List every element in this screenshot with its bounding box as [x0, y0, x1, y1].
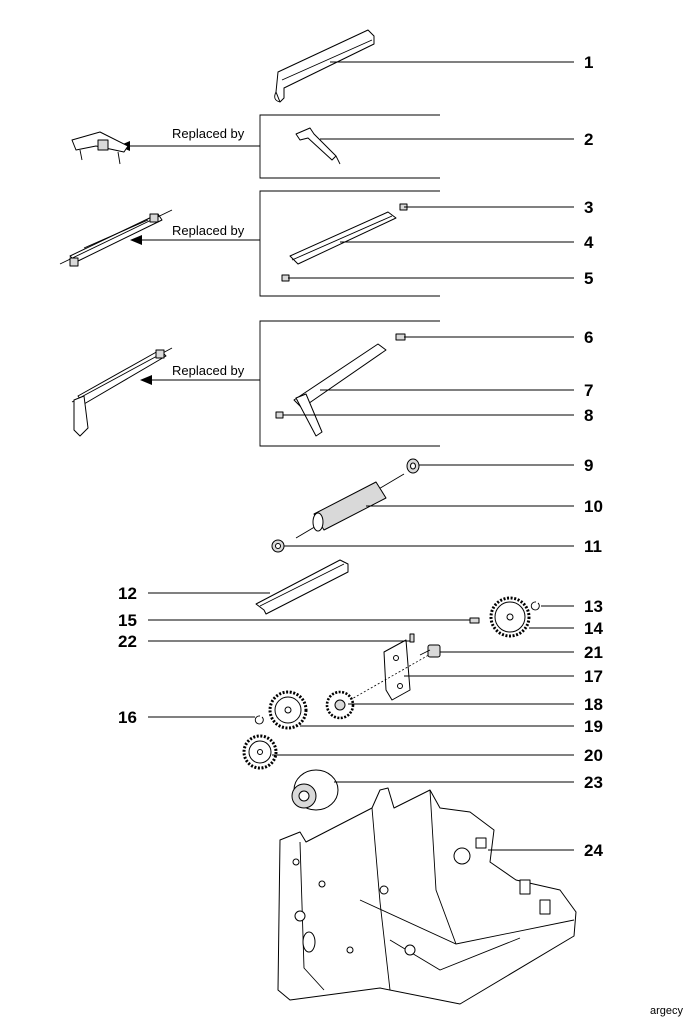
replacement-part-shaft-assembly	[59, 209, 173, 267]
callout-21: 21	[584, 643, 603, 662]
callout-24: 24	[584, 841, 603, 860]
replaced-by-arrow-2: Replaced by	[130, 223, 260, 245]
part-5-pin	[281, 274, 290, 282]
callout-15: 15	[118, 611, 137, 630]
part-4-shaft-bar	[289, 211, 397, 265]
leader-lines	[148, 61, 574, 851]
part-8-pin	[275, 411, 284, 419]
callout-6: 6	[584, 328, 593, 347]
part-20-gear	[242, 734, 278, 770]
callout-11: 11	[584, 537, 602, 556]
callout-17: 17	[584, 667, 603, 686]
callout-4: 4	[584, 233, 594, 252]
part-23-drive-unit	[291, 769, 339, 811]
part-21-gear-shaft	[419, 644, 441, 658]
callout-1: 1	[584, 53, 593, 72]
callout-23: 23	[584, 773, 603, 792]
callout-16: 16	[118, 708, 137, 727]
part-6-pin	[395, 333, 406, 341]
replaced-by-arrow-3: Replaced by	[140, 363, 260, 385]
part-19-gear	[268, 690, 308, 730]
part-10-roller	[295, 473, 405, 539]
replacement-part-lever-assembly	[71, 347, 173, 437]
callout-8: 8	[584, 406, 593, 425]
replaced-by-arrow-1: Replaced by	[118, 126, 260, 151]
callout-12: 12	[118, 584, 137, 603]
callout-18: 18	[584, 695, 603, 714]
replacement-box-2	[259, 114, 440, 179]
replaced-by-label: Replaced by	[172, 223, 245, 238]
part-17-plate	[349, 639, 435, 701]
replaced-by-label: Replaced by	[172, 363, 245, 378]
callout-7: 7	[584, 381, 593, 400]
part-12-bracket	[255, 559, 349, 615]
callout-14: 14	[584, 619, 603, 638]
part-15-pin	[469, 617, 480, 624]
callout-3: 3	[584, 198, 593, 217]
part-9-bushing	[406, 458, 420, 474]
replacement-box-3-5	[259, 190, 440, 297]
callout-13: 13	[584, 597, 603, 616]
replacement-box-6-8	[259, 320, 440, 447]
part-18-gear	[325, 690, 355, 720]
part-2-lever	[295, 127, 341, 165]
part-13-e-ring	[530, 601, 540, 611]
callout-20: 20	[584, 746, 603, 765]
replacement-part-bracket	[71, 131, 129, 165]
callout-19: 19	[584, 717, 603, 736]
part-24-chassis-frame	[277, 787, 577, 1005]
replaced-by-label: Replaced by	[172, 126, 245, 141]
callout-2: 2	[584, 130, 593, 149]
callout-numbers: 1 2 3 4 5 6 7 8 9 10 11 12 13 14 15 22 2…	[118, 53, 603, 860]
part-1-bracket	[274, 29, 375, 103]
part-16-e-ring	[254, 715, 264, 725]
callout-10: 10	[584, 497, 603, 516]
part-14-gear	[489, 596, 531, 638]
part-22-pin	[409, 633, 415, 643]
watermark: argecy	[650, 1005, 684, 1017]
callout-22: 22	[118, 632, 137, 651]
callout-5: 5	[584, 269, 593, 288]
callout-9: 9	[584, 456, 593, 475]
part-11-bushing	[271, 539, 285, 553]
